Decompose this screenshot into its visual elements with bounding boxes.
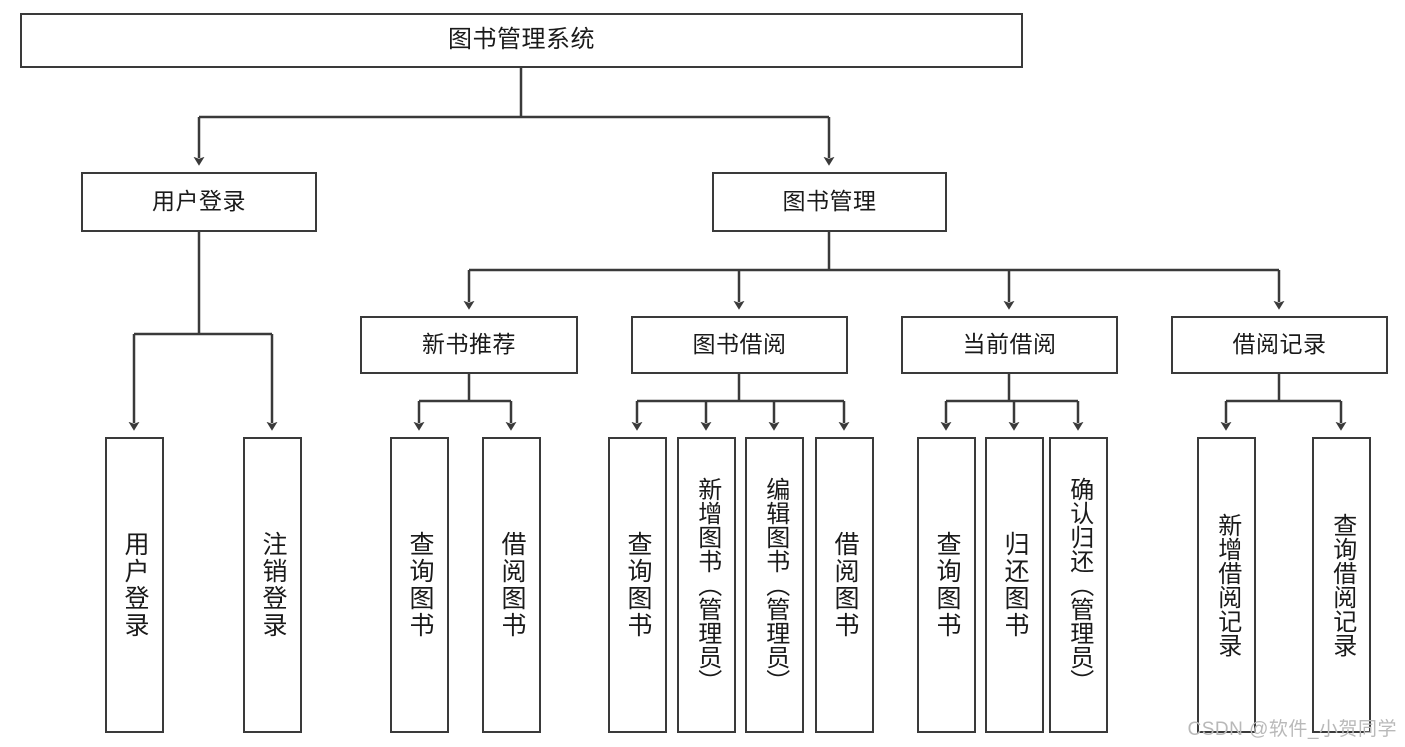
- leaf-user-login-logout[interactable]: 注销登录: [243, 437, 302, 733]
- node-label: 编辑图书（管理员）: [761, 477, 789, 693]
- node-borrow-record[interactable]: 借阅记录: [1171, 316, 1388, 374]
- node-label: 归还图书: [1001, 531, 1029, 639]
- leaf-current-borrow-return[interactable]: 归还图书: [985, 437, 1044, 733]
- node-label: 新增图书（管理员）: [693, 477, 721, 693]
- node-label: 确认归还（管理员）: [1065, 477, 1093, 693]
- node-label: 注销登录: [259, 531, 287, 639]
- leaf-current-borrow-query[interactable]: 查询图书: [917, 437, 976, 733]
- leaf-borrow-record-query[interactable]: 查询借阅记录: [1312, 437, 1371, 733]
- leaf-book-borrow-query[interactable]: 查询图书: [608, 437, 667, 733]
- node-book-management[interactable]: 图书管理: [712, 172, 947, 232]
- node-label: 图书管理系统: [448, 26, 595, 54]
- node-label: 图书借阅: [692, 331, 787, 358]
- node-label: 新书推荐: [422, 331, 516, 358]
- leaf-new-book-borrow[interactable]: 借阅图书: [482, 437, 541, 733]
- leaf-borrow-record-add[interactable]: 新增借阅记录: [1197, 437, 1256, 733]
- node-label: 查询图书: [624, 531, 652, 639]
- node-label: 查询借阅记录: [1328, 513, 1356, 657]
- node-label: 借阅记录: [1232, 331, 1327, 358]
- leaf-book-borrow-edit[interactable]: 编辑图书（管理员）: [745, 437, 804, 733]
- node-new-book-recommend[interactable]: 新书推荐: [360, 316, 578, 374]
- node-root-system[interactable]: 图书管理系统: [20, 13, 1023, 68]
- node-label: 新增借阅记录: [1213, 513, 1241, 657]
- leaf-user-login-login[interactable]: 用户登录: [105, 437, 164, 733]
- node-label: 查询图书: [406, 531, 434, 639]
- node-label: 查询图书: [933, 531, 961, 639]
- leaf-book-borrow-add[interactable]: 新增图书（管理员）: [677, 437, 736, 733]
- leaf-new-book-query[interactable]: 查询图书: [390, 437, 449, 733]
- node-book-borrow[interactable]: 图书借阅: [631, 316, 848, 374]
- leaf-book-borrow-borrow[interactable]: 借阅图书: [815, 437, 874, 733]
- node-label: 图书管理: [782, 188, 877, 215]
- node-user-login[interactable]: 用户登录: [81, 172, 317, 232]
- node-label: 当前借阅: [962, 331, 1057, 358]
- leaf-current-borrow-confirm-return[interactable]: 确认归还（管理员）: [1049, 437, 1108, 733]
- node-label: 用户登录: [121, 531, 149, 639]
- node-label: 借阅图书: [498, 531, 526, 639]
- node-label: 用户登录: [152, 188, 246, 215]
- node-current-borrow[interactable]: 当前借阅: [901, 316, 1118, 374]
- node-label: 借阅图书: [831, 531, 859, 639]
- watermark: CSDN @软件_小贺同学: [1187, 719, 1397, 740]
